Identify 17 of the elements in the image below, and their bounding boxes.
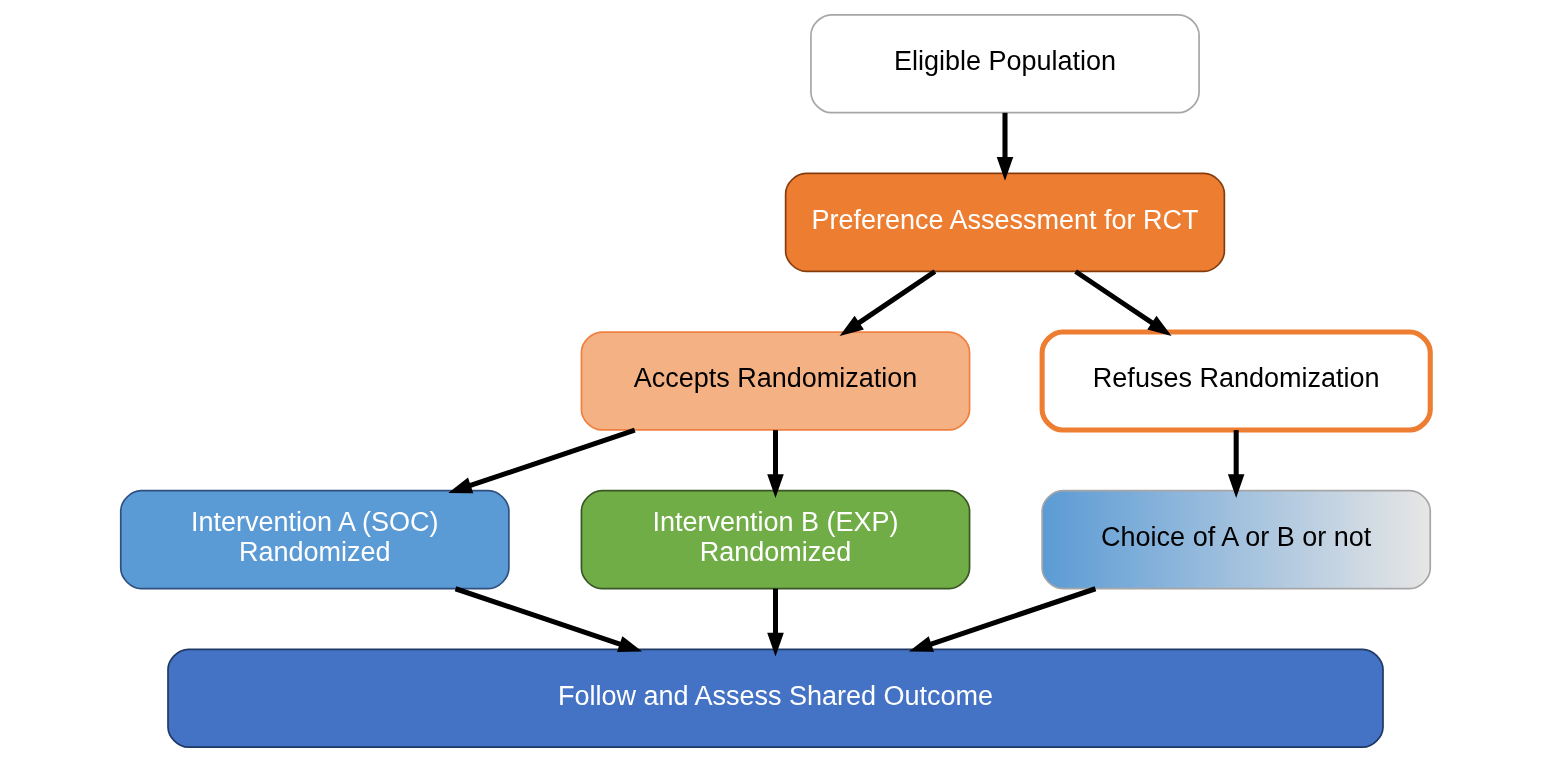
node-box: Accepts Randomization xyxy=(580,331,970,431)
arrow xyxy=(447,427,636,494)
arrow xyxy=(454,586,642,652)
node-box: Intervention A (SOC) Randomized xyxy=(119,489,510,590)
node-box: Choice of A or B or not xyxy=(1040,489,1431,590)
arrow xyxy=(996,112,1013,181)
node-box: Intervention B (EXP) Randomized xyxy=(580,489,970,590)
arrow xyxy=(908,586,1096,652)
arrow xyxy=(1073,269,1172,336)
arrow xyxy=(1227,430,1244,498)
node-box: Preference Assessment for RCT xyxy=(784,172,1225,273)
node-box: Eligible Population xyxy=(809,13,1200,114)
arrow xyxy=(839,269,936,336)
node-box: Refuses Randomization xyxy=(1039,329,1433,433)
arrow xyxy=(766,430,784,498)
node-box: Follow and Assess Shared Outcome xyxy=(166,648,1384,749)
arrow xyxy=(766,588,784,657)
